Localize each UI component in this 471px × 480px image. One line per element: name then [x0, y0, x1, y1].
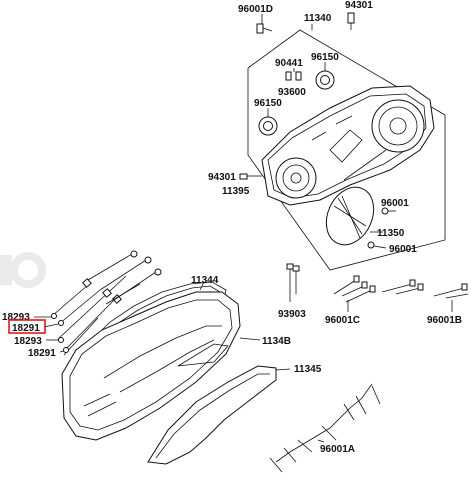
label-93903[interactable]: 93903 — [278, 309, 306, 320]
label-18293-b[interactable]: 18293 — [14, 336, 42, 347]
upper-group-bracket — [247, 24, 446, 271]
watermark-fragment — [0, 252, 46, 288]
label-11340[interactable]: 11340 — [304, 13, 332, 24]
highlight-box — [8, 319, 46, 334]
label-93600[interactable]: 93600 — [278, 87, 306, 98]
label-96001-b[interactable]: 96001 — [389, 244, 417, 255]
label-96001B[interactable]: 96001B — [427, 315, 462, 326]
label-18291-b[interactable]: 18291 — [28, 348, 56, 359]
oil-seal-96150-right — [315, 62, 335, 90]
part-labels: 96001D 94301 11340 90441 96150 93600 961… — [2, 0, 462, 455]
label-94301-top[interactable]: 94301 — [345, 0, 373, 11]
label-11395[interactable]: 11395 — [222, 186, 250, 197]
label-96001A[interactable]: 96001A — [320, 444, 355, 455]
crankcase-cover-lower — [61, 291, 261, 441]
bolt-group-96001a — [269, 383, 381, 473]
cover-11345 — [147, 365, 291, 465]
bolt-96001d — [256, 14, 273, 34]
bolt-group-93903 — [286, 263, 300, 302]
bolt-group-96001b — [433, 283, 469, 312]
label-11345[interactable]: 11345 — [294, 364, 322, 375]
crankcase-cover-upper — [261, 85, 435, 206]
label-96001D[interactable]: 96001D — [238, 4, 273, 15]
bolt-94301-left — [239, 173, 262, 180]
label-11344[interactable]: 11344 — [191, 275, 219, 286]
label-18291-a[interactable]: 18291 — [12, 323, 40, 334]
label-90441[interactable]: 90441 — [275, 58, 303, 69]
label-11350[interactable]: 11350 — [377, 228, 405, 239]
label-94301-left[interactable]: 94301 — [208, 172, 236, 183]
bolt-94301-top — [347, 12, 355, 30]
bolt-group-96001c — [333, 275, 424, 312]
label-96001-a[interactable]: 96001 — [381, 198, 409, 209]
label-96150-a[interactable]: 96150 — [311, 52, 339, 63]
label-1134B[interactable]: 1134B — [262, 336, 291, 347]
plate-11350 — [325, 186, 396, 249]
oil-seal-96150-left — [258, 108, 278, 136]
label-96001C[interactable]: 96001C — [325, 315, 360, 326]
clip-90441 — [285, 68, 302, 81]
label-96150-b[interactable]: 96150 — [254, 98, 282, 109]
bolt-set-left — [51, 250, 162, 356]
left-label-leaders — [34, 316, 65, 353]
label-18293-a[interactable]: 18293 — [2, 312, 30, 323]
